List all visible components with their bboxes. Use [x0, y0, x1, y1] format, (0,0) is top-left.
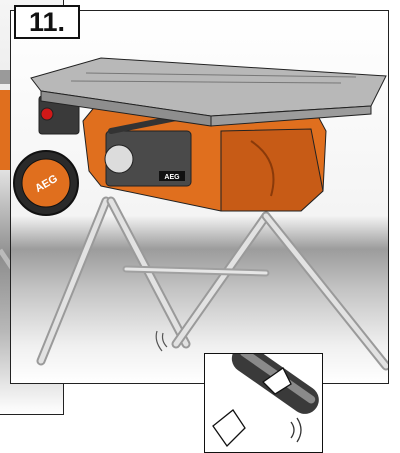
table-groove-2 [85, 72, 357, 78]
saw-housing: AEG [38, 95, 327, 212]
step-number-badge: 11. [14, 5, 80, 39]
table-right-edge [210, 105, 372, 127]
folding-stand [36, 196, 388, 371]
tube-lock-detail [212, 354, 319, 448]
bevel-handwheel [104, 144, 134, 174]
background-orange-part [0, 90, 10, 170]
stand-leg-cross-b-highlight [173, 213, 269, 347]
power-switch-button [40, 107, 54, 121]
housing-rib [250, 140, 275, 197]
main-illustration-panel: AEG AEG [10, 10, 389, 384]
stand-leg-front-left-highlight [38, 198, 109, 364]
detail-inset [204, 353, 323, 453]
click-sound-icon [155, 330, 168, 352]
brand-badge-text: AEG [164, 174, 180, 181]
table-groove-1 [70, 80, 342, 84]
table-saw-illustration: AEG AEG [13, 57, 388, 371]
transport-wheel: AEG [13, 150, 79, 216]
saw-table [30, 57, 387, 127]
stand-leg-right-highlight [263, 213, 388, 369]
brand-badge-plate [159, 171, 185, 181]
rotate-arrow-icon [212, 409, 246, 448]
wheel-hub [21, 158, 71, 208]
click-sound-icon [290, 417, 302, 443]
stand-crossbar-highlight [124, 267, 268, 275]
rotate-arrow-icon [261, 367, 292, 395]
